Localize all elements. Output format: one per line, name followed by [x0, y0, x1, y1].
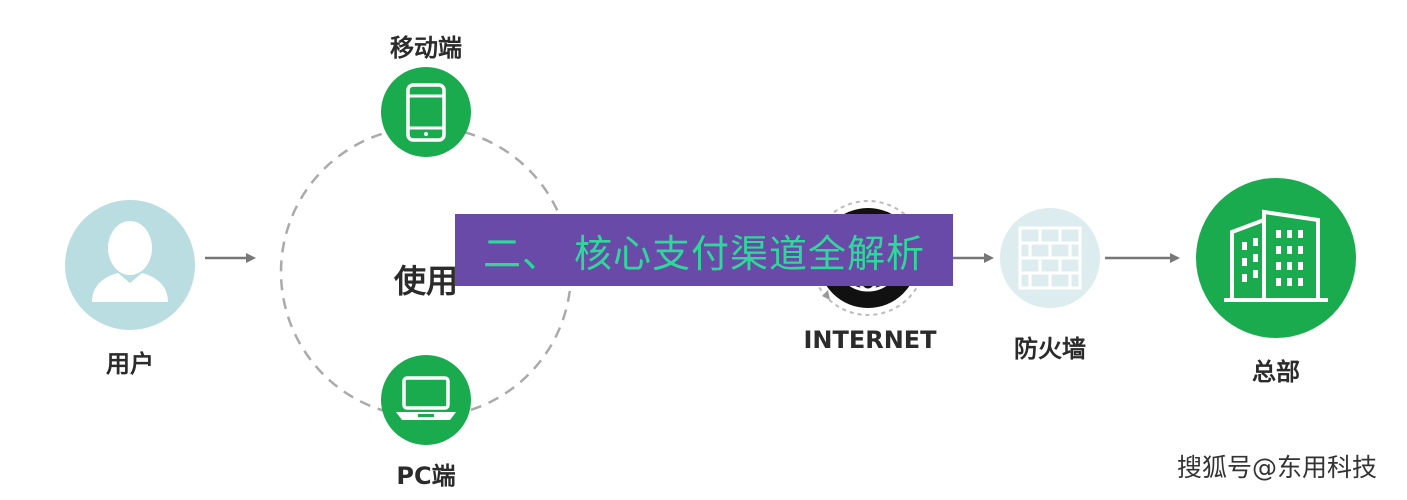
banner-title: 二、 核心支付渠道全解析: [482, 231, 926, 276]
label-firewall: 防火墙: [1014, 335, 1086, 363]
smartphone-icon: [406, 83, 446, 142]
user-node: [65, 200, 195, 330]
watermark: 搜狐号@东用科技: [1176, 453, 1377, 482]
arrow-firewall-to-hq: [1105, 253, 1180, 263]
hq-node: [1196, 178, 1356, 338]
brick-wall-icon: [1018, 226, 1082, 290]
office-building-icon: [1224, 209, 1328, 302]
arrow-user-to-use: [205, 253, 256, 263]
label-hq: 总部: [1252, 358, 1300, 386]
pc-node: [381, 355, 471, 445]
mobile-node: [381, 67, 471, 157]
section-banner: 二、 核心支付渠道全解析: [455, 214, 953, 286]
label-pc: PC端: [396, 462, 456, 490]
label-internet: INTERNET: [803, 326, 937, 354]
label-use: 使用: [393, 262, 459, 300]
laptop-icon: [396, 376, 456, 420]
firewall-node: [1000, 208, 1100, 308]
label-user: 用户: [106, 350, 154, 378]
user-silhouette-icon: [92, 221, 168, 302]
label-mobile: 移动端: [390, 34, 462, 62]
